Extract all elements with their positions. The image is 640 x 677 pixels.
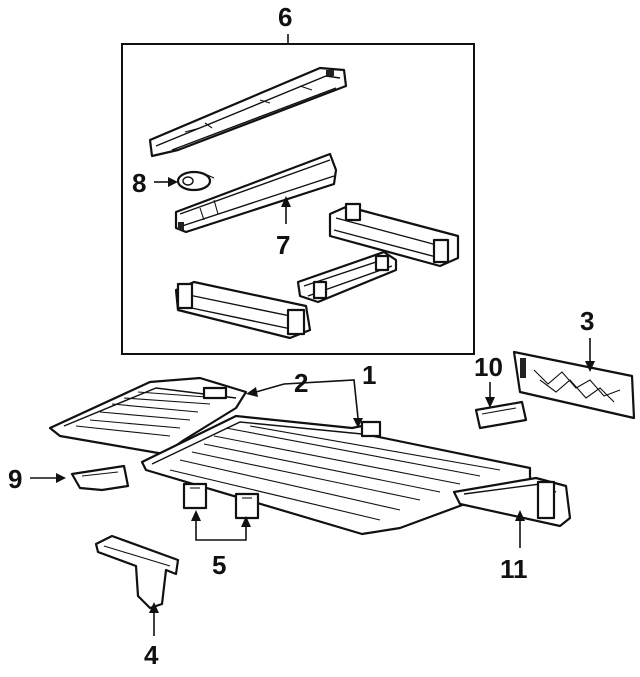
part-brackets-5 [182, 482, 260, 520]
part-bracket-10 [474, 400, 528, 430]
callout-3: 3 [580, 306, 594, 336]
callout-11: 11 [500, 554, 528, 584]
leader-1 [283, 379, 363, 428]
part-panel-3 [512, 350, 636, 420]
leader-3 [585, 338, 595, 372]
part-bracket-4 [94, 534, 180, 610]
callout-9: 9 [8, 464, 22, 494]
leader-7 [281, 196, 291, 224]
callout-6: 6 [278, 2, 292, 32]
part-bracket-9 [70, 464, 130, 492]
part-crossmember-7 [174, 152, 338, 234]
callout-4: 4 [144, 640, 159, 670]
callout-10: 10 [474, 352, 503, 382]
callout-8: 8 [132, 168, 146, 198]
part-channel-small [296, 250, 398, 304]
part-channel-right [328, 202, 460, 268]
part-crossmember-upper [148, 66, 348, 158]
inset-box-crossmembers [121, 43, 475, 355]
leader-8 [154, 177, 178, 187]
callout-2: 2 [294, 368, 308, 398]
part-rear-rail-11 [452, 476, 572, 528]
part-floor-pan-rear [140, 414, 532, 536]
callout-7: 7 [276, 230, 290, 260]
leader-5 [191, 510, 251, 541]
leader-11 [515, 510, 525, 548]
leader-9 [30, 473, 66, 483]
part-channel-lower [174, 280, 312, 340]
callout-5: 5 [212, 550, 226, 580]
part-bracket-8 [176, 170, 215, 192]
leader-10 [485, 382, 495, 408]
leader-4 [149, 602, 159, 636]
part-floor-pan-front [48, 376, 248, 456]
callout-1: 1 [362, 360, 376, 390]
leader-2 [246, 383, 285, 397]
